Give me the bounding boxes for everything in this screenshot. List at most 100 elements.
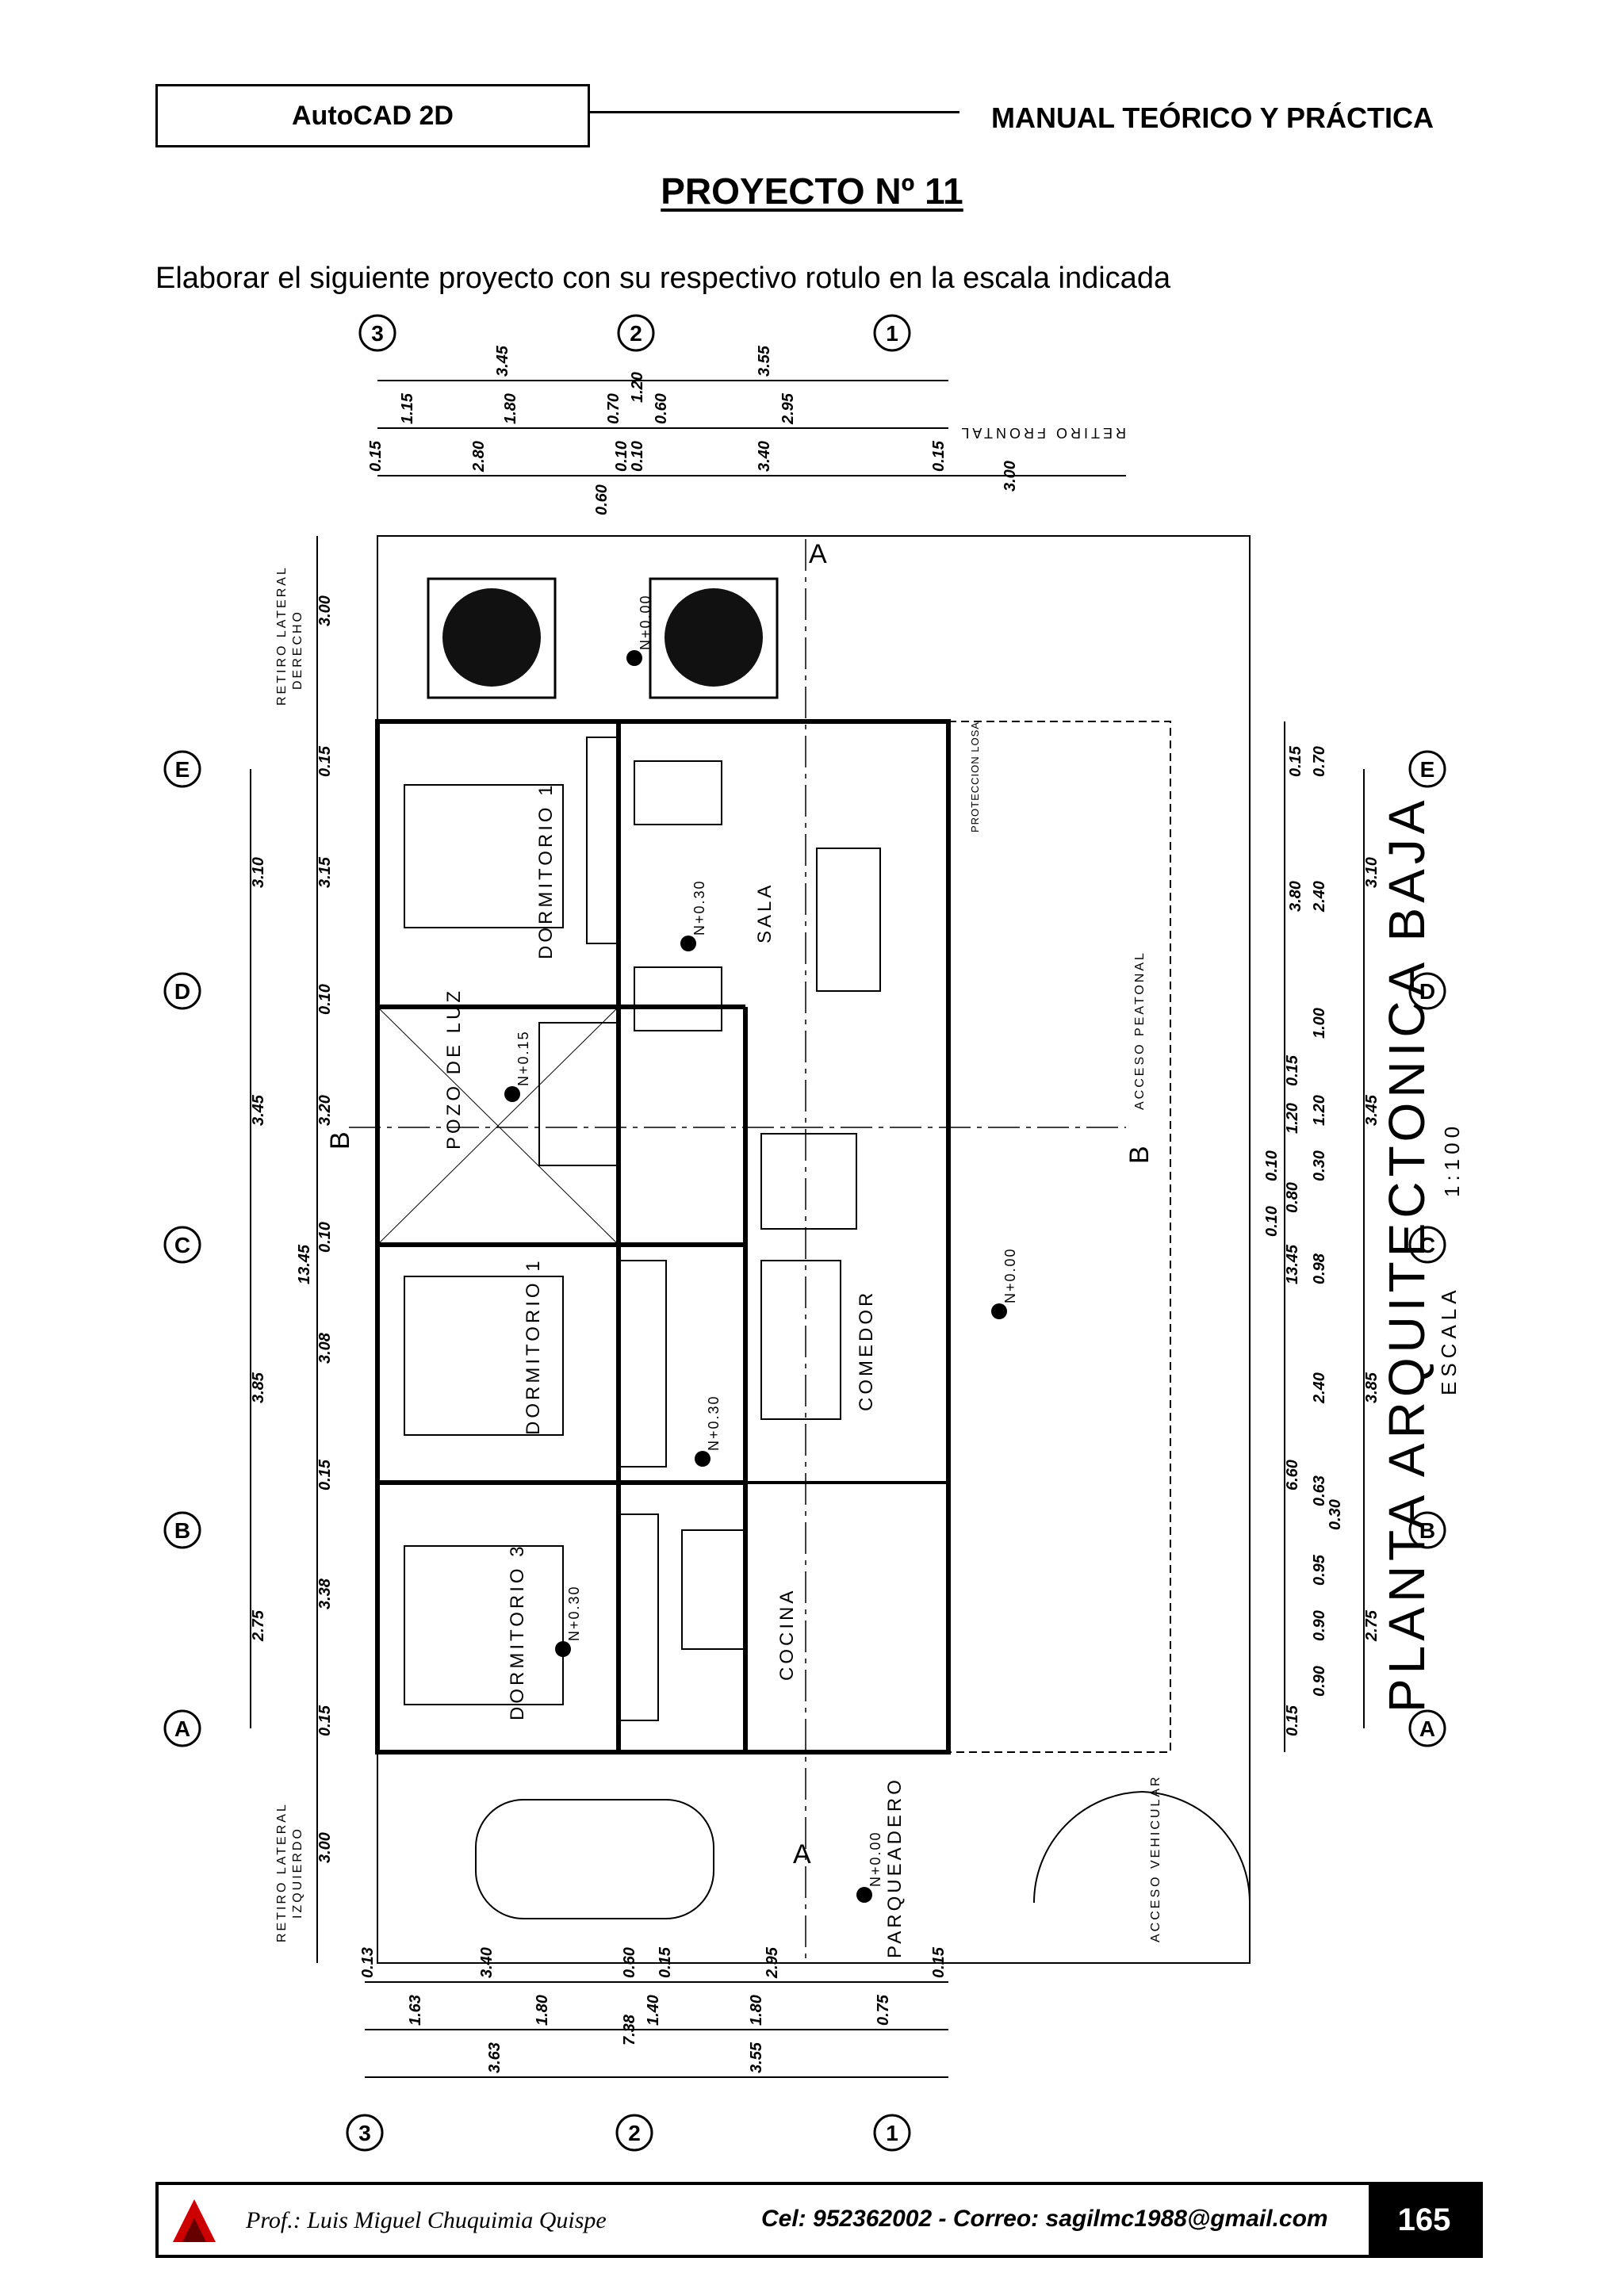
svg-text:0.10: 0.10 [629, 441, 646, 472]
svg-text:0.15: 0.15 [930, 1946, 948, 1978]
svg-text:E: E [1420, 757, 1435, 782]
svg-text:1.40: 1.40 [645, 1995, 662, 2026]
svg-text:0.15: 0.15 [930, 440, 948, 472]
svg-text:0.70: 0.70 [1311, 746, 1328, 777]
svg-text:0.10: 0.10 [1263, 1206, 1281, 1237]
svg-text:0.15: 0.15 [657, 1946, 674, 1978]
svg-text:PARQUEADERO: PARQUEADERO [884, 1777, 906, 1958]
svg-text:0.60: 0.60 [653, 393, 670, 424]
svg-text:PROTECCION LOSA: PROTECCION LOSA [969, 721, 981, 832]
building-outline [375, 719, 951, 1755]
svg-text:3.40: 3.40 [478, 1947, 496, 1978]
page-number: 165 [1369, 2185, 1480, 2255]
svg-text:3.20: 3.20 [316, 1095, 334, 1126]
svg-text:2.40: 2.40 [1311, 881, 1328, 913]
svg-text:B: B [1419, 1518, 1435, 1543]
svg-text:7.38: 7.38 [621, 2014, 638, 2045]
svg-text:3.55: 3.55 [748, 2042, 765, 2073]
svg-text:0.75: 0.75 [875, 1994, 892, 2026]
svg-text:0.70: 0.70 [605, 393, 622, 424]
svg-text:0.60: 0.60 [621, 1947, 638, 1978]
svg-text:2.95: 2.95 [764, 1946, 781, 1979]
svg-text:N+0.30: N+0.30 [706, 1395, 722, 1451]
svg-text:RETIRO LATERAL: RETIRO LATERAL [275, 565, 289, 706]
proteccion-losa-outline [377, 721, 1171, 1753]
svg-text:A: A [809, 539, 827, 569]
svg-text:N+0.30: N+0.30 [691, 879, 707, 936]
svg-text:A: A [1419, 1716, 1435, 1741]
svg-text:3.10: 3.10 [250, 857, 267, 888]
drawing-title: PLANTA ARQUITECTONICA BAJA [1378, 795, 1435, 1712]
svg-text:3.38: 3.38 [316, 1578, 334, 1609]
instruction-text: Elaborar el siguiente proyecto con su re… [155, 262, 1171, 295]
svg-text:3: 3 [358, 2121, 371, 2145]
svg-text:DORMITORIO 1: DORMITORIO 1 [523, 1257, 544, 1435]
svg-text:0.30: 0.30 [1327, 1499, 1344, 1530]
svg-text:0.30: 0.30 [1311, 1150, 1328, 1181]
svg-text:1:100: 1:100 [1440, 1122, 1464, 1197]
axis-bubbles-left: E D C B A [163, 750, 201, 1747]
svg-text:DERECHO: DERECHO [291, 610, 304, 690]
svg-text:COMEDOR: COMEDOR [856, 1290, 877, 1411]
svg-text:1: 1 [886, 2121, 898, 2145]
svg-text:3.08: 3.08 [316, 1332, 334, 1364]
svg-text:3.85: 3.85 [250, 1372, 267, 1403]
axis-bubbles-top: 3 2 1 [358, 314, 911, 352]
svg-text:B: B [1124, 1146, 1155, 1164]
svg-text:RETIRO LATERAL: RETIRO LATERAL [275, 1802, 289, 1942]
svg-text:0.95: 0.95 [1311, 1554, 1328, 1586]
tree-icon [665, 588, 763, 687]
svg-text:3.45: 3.45 [1363, 1094, 1381, 1126]
svg-text:0.15: 0.15 [1284, 1054, 1301, 1086]
svg-text:IZQUIERDO: IZQUIERDO [291, 1827, 304, 1919]
svg-text:0.98: 0.98 [1311, 1253, 1328, 1284]
header-left-label: AutoCAD 2D [292, 100, 454, 131]
svg-text:3.85: 3.85 [1363, 1372, 1381, 1403]
svg-text:3: 3 [371, 321, 384, 346]
svg-text:0.15: 0.15 [316, 1459, 334, 1490]
svg-text:3.80: 3.80 [1287, 881, 1304, 912]
svg-text:1.20: 1.20 [629, 372, 646, 403]
svg-text:1.80: 1.80 [748, 1995, 765, 2026]
svg-text:1.15: 1.15 [399, 392, 416, 424]
svg-text:B: B [174, 1518, 190, 1543]
svg-text:ACCESO PEATONAL: ACCESO PEATONAL [1133, 951, 1147, 1110]
lot-boundary [377, 535, 1251, 1964]
svg-text:0.90: 0.90 [1311, 1666, 1328, 1697]
svg-text:N+0.00: N+0.00 [638, 594, 653, 650]
svg-text:3.63: 3.63 [486, 2042, 504, 2073]
svg-text:0.15: 0.15 [316, 745, 334, 777]
svg-text:N+0.15: N+0.15 [515, 1030, 531, 1086]
svg-text:6.60: 6.60 [1284, 1460, 1301, 1490]
svg-text:0.63: 0.63 [1311, 1475, 1328, 1506]
svg-text:0.15: 0.15 [367, 440, 385, 472]
svg-text:13.45: 13.45 [1284, 1244, 1301, 1284]
floor-plan-drawing: 3 2 1 3 2 1 E D C B A E D C B A 3. [163, 314, 1464, 2152]
svg-text:A: A [174, 1716, 190, 1741]
svg-text:0.10: 0.10 [613, 441, 630, 472]
header-right-label: MANUAL TEÓRICO Y PRÁCTICA [991, 101, 1434, 134]
svg-text:2.75: 2.75 [250, 1609, 267, 1642]
svg-text:SALA: SALA [754, 882, 776, 943]
svg-text:0.15: 0.15 [316, 1705, 334, 1736]
header-left-box: AutoCAD 2D [155, 84, 590, 147]
svg-text:ESCALA: ESCALA [1437, 1285, 1461, 1395]
svg-text:3.45: 3.45 [494, 345, 511, 377]
tree-icon [442, 588, 541, 687]
svg-text:0.80: 0.80 [1284, 1182, 1301, 1213]
svg-text:3.00: 3.00 [316, 1832, 334, 1863]
svg-text:DORMITORIO 1: DORMITORIO 1 [535, 782, 557, 959]
svg-text:C: C [1419, 1233, 1435, 1257]
axis-bubbles-bottom: 3 2 1 [346, 2114, 911, 2152]
page-title: PROYECTO Nº 11 [661, 170, 963, 212]
svg-text:3.55: 3.55 [756, 345, 773, 377]
svg-text:1.00: 1.00 [1311, 1008, 1328, 1039]
svg-text:3.00: 3.00 [316, 595, 334, 626]
svg-text:13.45: 13.45 [296, 1244, 313, 1284]
footer-prof: Prof.: Luis Miguel Chuquimia Quispe [246, 2207, 607, 2233]
svg-text:3.00: 3.00 [1002, 461, 1019, 492]
svg-text:0.13: 0.13 [359, 1947, 377, 1978]
svg-text:2: 2 [630, 321, 642, 346]
svg-text:0.60: 0.60 [593, 484, 611, 515]
svg-text:RETIRO FRONTAL: RETIRO FRONTAL [958, 425, 1126, 441]
